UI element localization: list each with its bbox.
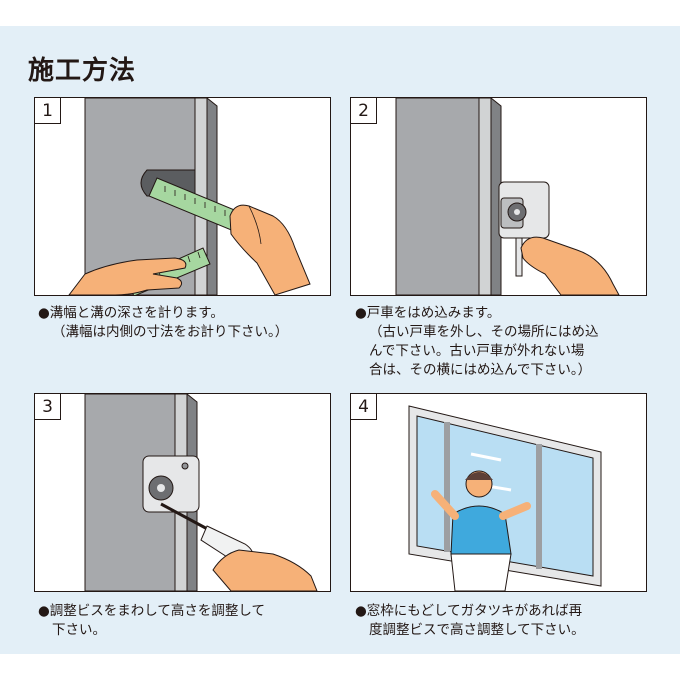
step-2-caption: ●戸車をはめ込みます。 （古い戸車を外し、その場所にはめ込 んで下さい。古い戸車… [355,304,655,380]
step-1-number: 1 [35,98,61,124]
step-4-caption: ●窓枠にもどしてガタツキがあれば再 度調整ビスで高さ調整して下さい。 [355,602,655,640]
step-1-line-1: ●溝幅と溝の深さを計ります。 [38,305,224,321]
step-3-line-2: 下さい。 [52,622,106,638]
step-3-caption: ●調整ビスをまわして高さを調整して 下さい。 [38,602,338,640]
step-2-number: 2 [351,98,377,124]
hand [212,549,318,591]
step-4-panel: 4 [350,393,647,592]
step-2-line-3: んで下さい。古い戸車が外れない場 [369,343,585,359]
hand-left [68,257,187,295]
step-4-number: 4 [351,394,377,420]
instruction-page: 施工方法 1 ●溝幅と溝の深さを計ります。 [0,26,680,654]
hand-right [229,204,311,295]
page-title: 施工方法 [28,56,137,86]
step-4-line-1: ●窓枠にもどしてガタツキがあれば再 [355,603,583,619]
hand [520,236,620,295]
step-3-number: 3 [35,394,61,420]
measuring-groove-illustration [68,98,311,295]
roller-unit [498,181,550,277]
roller-unit [142,455,200,513]
fitting-roller-illustration [395,98,620,295]
step-2-panel: 2 [350,97,647,296]
step-3-panel: 3 [34,393,331,592]
refit-window-illustration [408,405,602,591]
step-1-panel: 1 [34,97,331,296]
step-4-line-2: 度調整ビスで高さ調整して下さい。 [369,622,585,638]
step-2-line-4: 合は、その横にはめ込んで下さい。） [369,362,592,378]
step-2-line-1: ●戸車をはめ込みます。 [355,305,501,321]
adjusting-screw-illustration [84,394,318,591]
step-2-line-2: （古い戸車を外し、その場所にはめ込 [369,324,599,340]
step-3-line-1: ●調整ビスをまわして高さを調整して [38,603,265,619]
step-1-caption: ●溝幅と溝の深さを計ります。 （溝幅は内側の寸法をお計り下さい。） [38,304,338,342]
step-1-line-2: （溝幅は内側の寸法をお計り下さい。） [52,324,289,340]
person [431,470,531,591]
